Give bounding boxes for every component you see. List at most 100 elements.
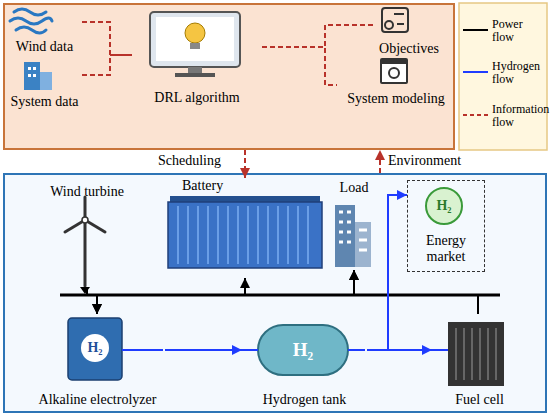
component-node: System data	[7, 60, 82, 110]
gear	[389, 68, 399, 78]
tank-icon	[258, 325, 348, 375]
objectives-icon	[382, 8, 408, 32]
component-node: Wind turbine	[32, 182, 142, 288]
node-label: Objectives	[374, 41, 444, 57]
information-flow	[262, 25, 374, 47]
edge-label: Scheduling	[158, 153, 221, 169]
pipe-stub	[430, 349, 448, 351]
battery-icon	[168, 196, 322, 268]
power-flow	[97, 278, 245, 314]
pipe-stub	[348, 349, 365, 351]
node-label: DRL algorithm	[132, 90, 262, 106]
component-node: Load	[324, 178, 384, 270]
monitor-screen	[156, 17, 234, 61]
wind-data-icon	[10, 9, 52, 33]
node-label: Battery	[182, 178, 223, 194]
node-label: Hydrogen tank	[242, 392, 367, 408]
wind-wave	[14, 9, 46, 15]
component-node: Hydrogen tank	[242, 314, 367, 412]
battery-top	[170, 196, 320, 202]
power-flow	[87, 288, 97, 314]
pipe-stub	[240, 349, 258, 351]
list-frame	[382, 8, 408, 32]
component-node: Alkaline electrolyzer	[30, 314, 165, 412]
component-node: Fuel cell	[432, 314, 527, 412]
component-node: Battery	[162, 178, 332, 278]
node-label: Wind turbine	[32, 184, 142, 200]
window-frame	[380, 58, 408, 84]
blade	[84, 197, 87, 220]
information-flow	[262, 47, 337, 85]
window	[33, 74, 36, 77]
arrow-head	[80, 287, 90, 294]
bulb-base	[190, 43, 200, 49]
legend-hydrogen-line	[463, 71, 488, 73]
power-flow	[354, 270, 478, 314]
information-flow	[244, 150, 246, 178]
modeling-icon	[380, 58, 408, 84]
power-flow	[87, 270, 354, 295]
legend-text: Information flow	[492, 103, 546, 129]
load-icon	[335, 205, 371, 267]
hydrogen-stubs	[122, 349, 448, 351]
window	[33, 67, 36, 70]
node-label: Load	[324, 180, 384, 196]
wind-wave	[10, 18, 52, 24]
legend-text: Power flow	[492, 18, 546, 44]
blade	[85, 220, 105, 232]
node-label: System modeling	[337, 91, 455, 107]
list-line	[397, 23, 404, 25]
building-block	[40, 72, 52, 90]
hydrogen-flow	[165, 349, 242, 351]
battery-body	[168, 202, 322, 268]
control-panel: Wind dataSystem data DRL algorithm Objecti…	[3, 3, 455, 150]
wind-turbine-icon	[65, 197, 105, 286]
component-node: Objectives	[374, 7, 444, 55]
fuel-cell-fins	[456, 328, 496, 380]
window	[28, 74, 31, 77]
monitor-frame	[150, 12, 240, 67]
power-bus	[60, 294, 500, 297]
window	[28, 67, 31, 70]
legend-info-line	[463, 114, 488, 116]
fuel-cell-body	[448, 322, 504, 386]
system-panel: Wind turbine Battery Load Energy marketAlka…	[3, 173, 547, 413]
lightbulb	[185, 23, 205, 43]
building-block	[335, 205, 355, 267]
hydrogen-tag: H₂	[80, 340, 110, 356]
list-line	[394, 13, 404, 15]
market-box: Energy market	[407, 180, 485, 272]
electrolyzer-icon	[68, 318, 122, 380]
node-label: Alkaline electrolyzer	[30, 392, 165, 408]
window-pane	[382, 64, 406, 82]
battery-stripes	[178, 206, 308, 264]
legend-power-line	[463, 29, 488, 31]
tower	[84, 220, 87, 286]
electrolyzer-body	[68, 318, 122, 380]
hydrogen-flow	[367, 195, 407, 350]
edge-label: Environment	[388, 153, 461, 169]
fuel-cell-icon	[448, 322, 504, 386]
information-flow	[82, 22, 132, 55]
system-data-icon	[24, 62, 52, 90]
node-label: Wind data	[7, 39, 82, 55]
component-node: System modeling	[337, 57, 455, 109]
monitor-base	[175, 73, 215, 77]
legend-box	[459, 3, 547, 150]
component-node: DRL algorithm	[132, 10, 262, 102]
blade	[65, 220, 85, 232]
node-label: System data	[7, 94, 82, 110]
monitor-icon	[150, 12, 240, 77]
building-block	[355, 222, 371, 267]
component-node: Wind data	[7, 7, 82, 55]
electrolyzer-badge	[81, 334, 109, 362]
node-label: Fuel cell	[432, 392, 527, 408]
hydrogen-tag: H₂	[281, 339, 325, 360]
hydrogen-flow	[367, 349, 432, 351]
wind-wave	[16, 27, 46, 33]
monitor-stand	[188, 67, 202, 73]
windows	[339, 212, 367, 250]
hub	[82, 217, 88, 223]
information-flow	[82, 55, 132, 75]
